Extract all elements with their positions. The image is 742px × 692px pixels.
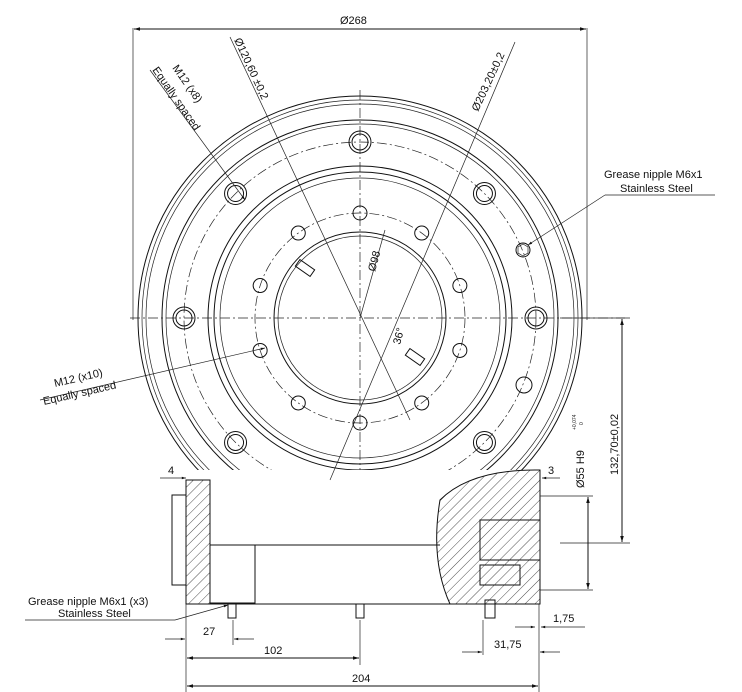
callout-grease-top-line2: Stainless Steel — [620, 183, 693, 195]
callout-grease-top-line1: Grease nipple M6x1 — [604, 169, 702, 181]
bolt-hole — [227, 433, 245, 451]
bolt-hole — [414, 225, 430, 241]
dim-right-offset: 3 — [548, 465, 554, 477]
grease-nipple-icon — [515, 242, 531, 258]
bolt-hole — [290, 225, 306, 241]
dim-center-bore: Ø98 — [366, 250, 383, 273]
bolt-hole — [224, 182, 248, 206]
bolt-hole — [452, 342, 468, 358]
bolt-hole — [175, 309, 193, 327]
dim-outer-diameter: Ø268 — [340, 15, 367, 27]
bolt-hole — [172, 306, 196, 330]
dim-bore-tol-lower: 0 — [579, 422, 585, 425]
dim-right-section: 31,75 — [494, 639, 522, 651]
bolt-hole — [348, 130, 372, 154]
dim-total-width: 204 — [352, 673, 370, 685]
dim-height: 132,70±0,02 — [609, 414, 621, 475]
dim-left-offset: 4 — [168, 465, 174, 477]
hex-bolt-icon — [515, 376, 533, 394]
dim-bore: Ø55 H9 — [575, 450, 587, 488]
bolt-hole — [352, 415, 368, 431]
bolt-hole — [352, 205, 368, 221]
dim-half-width: 102 — [264, 645, 282, 657]
dim-inner-bolt-circle: Ø120,60 ±0,2 — [231, 36, 270, 101]
callout-grease-bottom-line1: Grease nipple M6x1 (x3) — [28, 596, 148, 608]
bolt-hole — [472, 182, 496, 206]
grease-nipple-icon — [355, 603, 365, 619]
bolt-hole — [290, 395, 306, 411]
bolt-hole — [527, 309, 545, 327]
bolt-hole — [252, 278, 268, 294]
bolt-hole — [351, 133, 369, 151]
bolt-hole — [452, 278, 468, 294]
bolt-hole — [524, 306, 548, 330]
bolt-hole — [475, 185, 493, 203]
bolt-hole — [414, 395, 430, 411]
dimension-lines — [25, 27, 715, 692]
dim-edge-offset: 1,75 — [553, 613, 574, 625]
bolt-hole — [472, 430, 496, 454]
grease-nipple-icon — [227, 603, 237, 619]
dim-hole-angle: 36° — [391, 327, 407, 346]
dim-nipple-offset: 27 — [203, 626, 215, 638]
dim-bore-tol-upper: +0,074 — [572, 414, 578, 430]
side-view — [171, 469, 541, 619]
grease-nipple-icon — [484, 599, 496, 619]
callout-grease-bottom-line2: Stainless Steel — [58, 608, 131, 620]
bolt-hole — [475, 433, 493, 451]
bolt-hole — [227, 185, 245, 203]
bolt-hole — [224, 430, 248, 454]
